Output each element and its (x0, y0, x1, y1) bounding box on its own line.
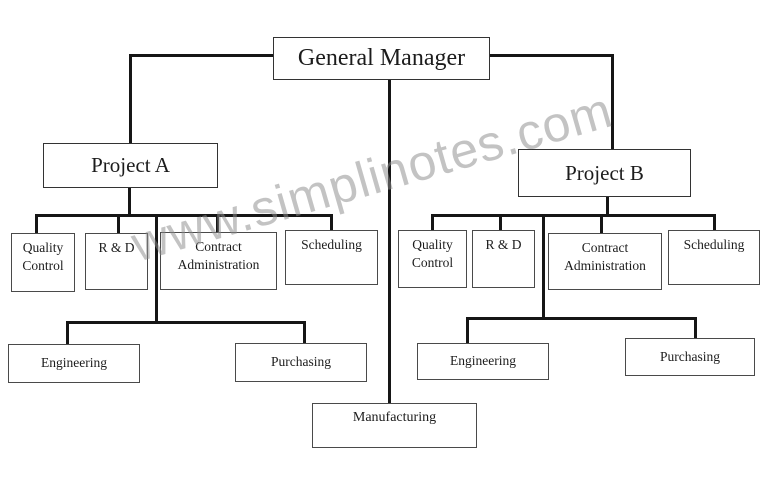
node-quality-control-a: Quality Control (11, 233, 75, 292)
node-project-a: Project A (43, 143, 218, 188)
connector-left-drop-engineering (66, 321, 69, 345)
connector-root-to-project-a (129, 54, 132, 144)
node-contract-administration-a: Contract Administration (160, 232, 277, 290)
connector-left-drop-scheduling (330, 214, 333, 231)
connector-left-drop-rd (117, 214, 120, 234)
node-project-b: Project B (518, 149, 691, 197)
node-scheduling-b: Scheduling (668, 230, 760, 285)
connector-right-drop-qc (431, 214, 434, 231)
node-manufacturing: Manufacturing (312, 403, 477, 448)
node-r-and-d-b: R & D (472, 230, 535, 288)
node-purchasing-b: Purchasing (625, 338, 755, 376)
connector-project-b-stem (606, 195, 609, 216)
node-engineering-a: Engineering (8, 344, 140, 383)
node-purchasing-a: Purchasing (235, 343, 367, 382)
connector-root-to-manufacturing (388, 78, 391, 404)
node-general-manager: General Manager (273, 37, 490, 80)
connector-project-a-stem (128, 186, 131, 216)
node-r-and-d-a: R & D (85, 233, 148, 290)
connector-right-drop-engineering (466, 317, 469, 344)
connector-left-long-stem (155, 214, 158, 323)
connector-left-drop-purchasing (303, 321, 306, 344)
connector-left-drop-qc (35, 214, 38, 234)
node-quality-control-b: Quality Control (398, 230, 467, 288)
connector-right-drop-contract (600, 214, 603, 234)
connector-left-func-rail (66, 321, 306, 324)
connector-right-long-stem (542, 214, 545, 319)
connector-root-to-project-b (611, 54, 614, 150)
node-contract-administration-b: Contract Administration (548, 233, 662, 290)
connector-right-func-rail (466, 317, 697, 320)
connector-right-drop-rd (499, 214, 502, 231)
node-scheduling-a: Scheduling (285, 230, 378, 285)
connector-right-drop-purchasing (694, 317, 697, 339)
node-engineering-b: Engineering (417, 343, 549, 380)
connector-left-dept-rail (36, 214, 333, 217)
connector-right-drop-scheduling (713, 214, 716, 231)
connector-left-drop-contract (216, 214, 219, 233)
connector-right-dept-rail (431, 214, 716, 217)
